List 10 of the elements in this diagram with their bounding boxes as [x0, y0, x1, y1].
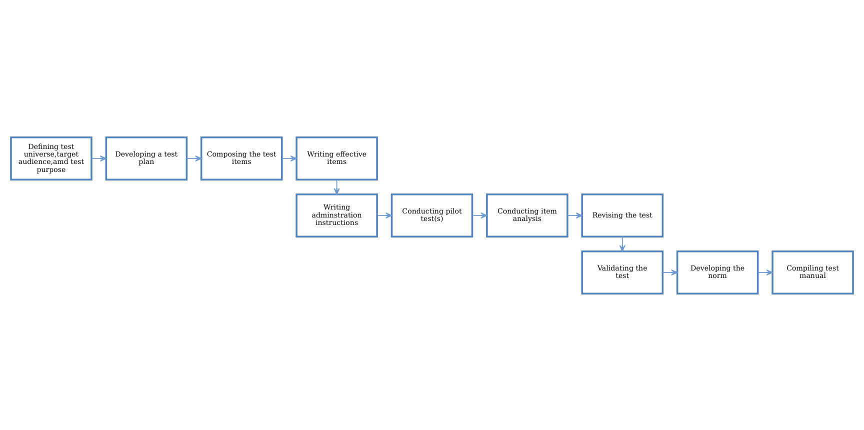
arrow: [282, 154, 297, 162]
arrow: [472, 212, 488, 218]
arrow: [91, 154, 107, 162]
arrow: [376, 212, 392, 218]
arrow: [334, 178, 340, 194]
arrow: [662, 268, 678, 276]
arrow: [186, 154, 202, 162]
arrow: [758, 268, 773, 276]
arrow: [567, 212, 583, 218]
arrow: [619, 236, 626, 252]
